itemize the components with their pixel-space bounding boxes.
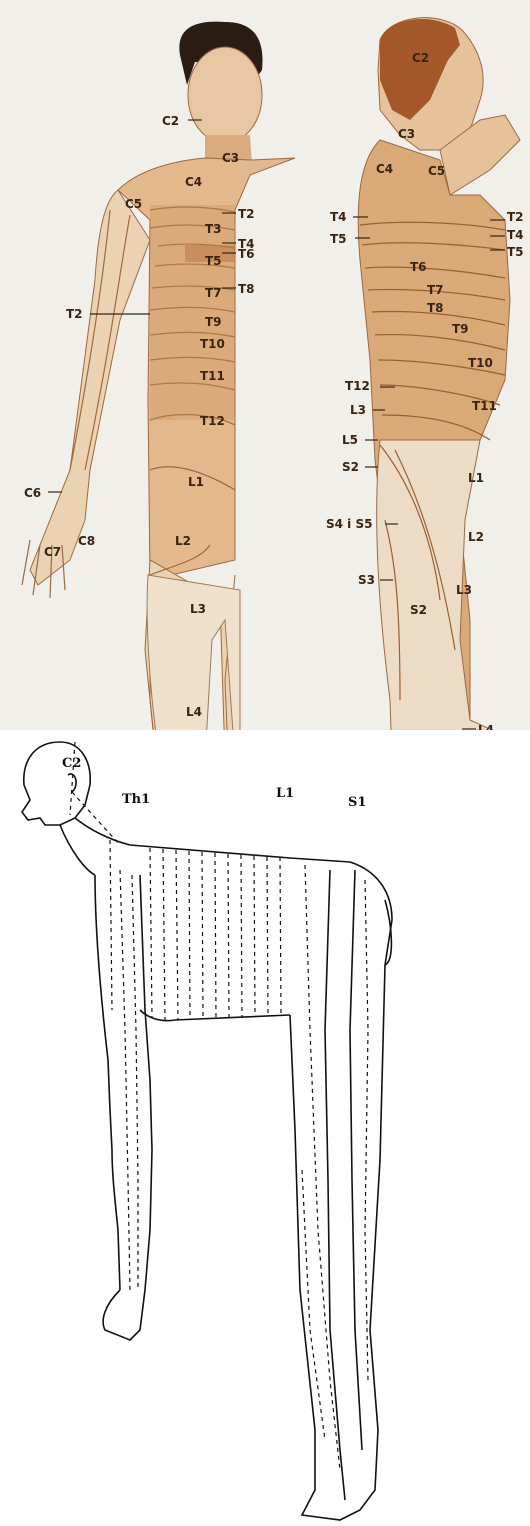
front-label-c4: C4 xyxy=(185,175,202,189)
front-label-t2-arm: T2 xyxy=(66,307,83,321)
front-label-c6: C6 xyxy=(24,486,41,500)
front-label-t10: T10 xyxy=(200,337,225,351)
side-label-s3: S3 xyxy=(358,573,375,587)
side-label-t12: T12 xyxy=(345,379,370,393)
front-label-l2: L2 xyxy=(175,534,191,548)
side-label-l3: L3 xyxy=(350,403,366,417)
side-label-l2: L2 xyxy=(468,530,484,544)
front-label-t11: T11 xyxy=(200,369,225,383)
front-label-l3: L3 xyxy=(190,602,206,616)
front-label-t7: T7 xyxy=(205,286,222,300)
human-dermatome-figures: C2 C3 C4 C5 T2 T3 T4 T5 T6 T7 T8 T2 T9 T… xyxy=(0,0,530,730)
side-label-t8: T8 xyxy=(427,301,444,315)
side-label-t5-right: T5 xyxy=(507,245,524,259)
side-label-t9: T9 xyxy=(452,322,469,336)
side-label-t6: T6 xyxy=(410,260,427,274)
quadruped-dermatome-panel: C2 Th1 L1 S1 xyxy=(0,730,530,1526)
front-label-l4: L4 xyxy=(186,705,202,719)
side-label-l1: L1 xyxy=(468,471,484,485)
front-label-c2: C2 xyxy=(162,114,179,128)
side-label-t5: T5 xyxy=(330,232,347,246)
side-label-c3: C3 xyxy=(398,127,415,141)
side-label-t2-right: T2 xyxy=(507,210,524,224)
side-label-t11: T11 xyxy=(472,399,497,413)
side-label-t4: T4 xyxy=(330,210,347,224)
side-label-l4: L4 xyxy=(478,723,494,730)
side-label-s2-leg: S2 xyxy=(410,603,427,617)
front-label-t8: T8 xyxy=(238,282,255,296)
front-label-c5: C5 xyxy=(125,197,142,211)
front-label-c7: C7 xyxy=(44,545,61,559)
side-label-c5: C5 xyxy=(428,164,445,178)
side-label-t4-right: T4 xyxy=(507,228,524,242)
front-label-t12: T12 xyxy=(200,414,225,428)
quadruped-label-c2: C2 xyxy=(62,756,81,771)
front-label-t6: T6 xyxy=(238,247,255,261)
quadruped-label-s1: S1 xyxy=(348,795,366,810)
front-label-t2: T2 xyxy=(238,207,255,221)
quadruped-dermatome-figure: C2 Th1 L1 S1 xyxy=(0,730,530,1526)
side-label-t7: T7 xyxy=(427,283,444,297)
front-label-l1: L1 xyxy=(188,475,204,489)
side-label-s4-s5: S4 i S5 xyxy=(326,517,372,531)
front-label-c8: C8 xyxy=(78,534,95,548)
front-label-t9: T9 xyxy=(205,315,222,329)
side-figure xyxy=(358,18,525,730)
side-label-c2: C2 xyxy=(412,51,429,65)
front-label-t3: T3 xyxy=(205,222,222,236)
front-label-c3: C3 xyxy=(222,151,239,165)
front-figure xyxy=(22,22,295,730)
front-label-t5: T5 xyxy=(205,254,222,268)
human-dermatome-panel: C2 C3 C4 C5 T2 T3 T4 T5 T6 T7 T8 T2 T9 T… xyxy=(0,0,530,730)
side-label-t10: T10 xyxy=(468,356,493,370)
side-label-l3-leg: L3 xyxy=(456,583,472,597)
side-label-l5: L5 xyxy=(342,433,358,447)
side-label-s2: S2 xyxy=(342,460,359,474)
side-label-c4: C4 xyxy=(376,162,393,176)
quadruped-label-l1: L1 xyxy=(276,786,294,801)
quadruped-label-th1: Th1 xyxy=(122,792,150,807)
